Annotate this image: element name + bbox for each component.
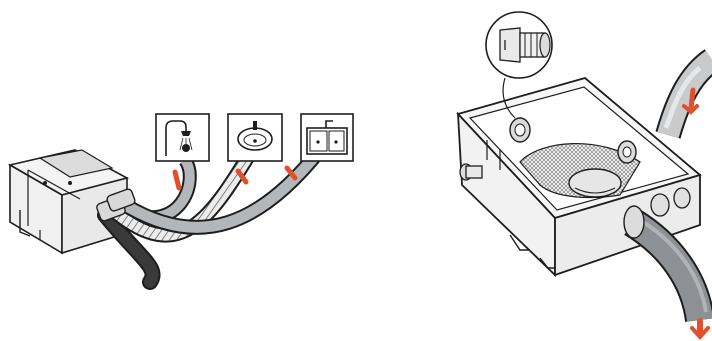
shower-icon (156, 114, 209, 161)
sink-icon (301, 114, 353, 161)
side-connector (460, 164, 482, 180)
right-panel (458, 12, 712, 337)
left-panel (10, 114, 353, 282)
hose-group (96, 145, 320, 282)
inlet-hose (666, 60, 712, 135)
washbasin-icon (228, 114, 282, 161)
